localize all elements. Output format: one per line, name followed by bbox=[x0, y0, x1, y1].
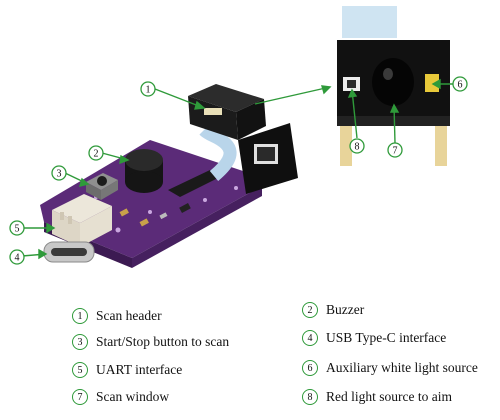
legend-label: Auxiliary white light source bbox=[326, 360, 478, 375]
legend-label: Scan window bbox=[96, 389, 170, 404]
callout-5: 5 bbox=[15, 224, 20, 235]
legend-number: 3 bbox=[72, 334, 88, 350]
callout-markers bbox=[9, 76, 468, 265]
callout-6: 6 bbox=[458, 80, 463, 91]
legend-item-buzzer: 2 Buzzer bbox=[302, 300, 364, 320]
flex-cable-photo bbox=[199, 125, 237, 181]
leader-lines bbox=[21, 78, 453, 260]
legend-number: 4 bbox=[302, 330, 318, 346]
legend-number: 7 bbox=[72, 389, 88, 405]
legend-item-usb-c: 4 USB Type-C interface bbox=[302, 328, 446, 348]
callout-3: 3 bbox=[57, 169, 62, 180]
legend-number: 2 bbox=[302, 302, 318, 318]
legend-number: 5 bbox=[72, 362, 88, 378]
legend-label: Start/Stop button to scan bbox=[96, 334, 230, 349]
legend-label: UART interface bbox=[96, 362, 183, 377]
scan-engine-front-photo bbox=[337, 6, 450, 166]
legend-item-white-light: 6 Auxiliary white light source bbox=[302, 358, 478, 378]
legend-number: 6 bbox=[302, 360, 318, 376]
callout-1: 1 bbox=[146, 85, 151, 96]
fpc-connector-photo bbox=[168, 170, 222, 197]
legend-label: Red light source to aim bbox=[326, 389, 452, 404]
scan-engine-photo bbox=[188, 84, 298, 194]
callout-4: 4 bbox=[15, 253, 20, 264]
legend-label: USB Type-C interface bbox=[326, 330, 447, 345]
usb-c-port-photo bbox=[43, 241, 95, 263]
button-photo bbox=[86, 173, 118, 200]
legend-number: 1 bbox=[72, 308, 88, 324]
legend-item-start-stop-button: 3 Start/Stop button to scan bbox=[72, 332, 229, 352]
legend-label: Scan header bbox=[96, 308, 162, 323]
callout-2: 2 bbox=[94, 149, 99, 160]
scanner-module-figure: 1 2 3 4 5 6 7 8 bbox=[9, 6, 468, 268]
callout-7: 7 bbox=[393, 146, 398, 157]
uart-connector-photo bbox=[52, 194, 112, 247]
legend-item-scan-header: 1 Scan header bbox=[72, 306, 162, 326]
legend-item-uart: 5 UART interface bbox=[72, 360, 182, 380]
legend-item-red-aim-light: 8 Red light source to aim bbox=[302, 387, 452, 407]
callout-8: 8 bbox=[355, 142, 360, 153]
legend-number: 8 bbox=[302, 389, 318, 405]
legend-item-scan-window: 7 Scan window bbox=[72, 387, 169, 407]
legend-label: Buzzer bbox=[326, 302, 365, 317]
buzzer-photo bbox=[125, 149, 163, 193]
